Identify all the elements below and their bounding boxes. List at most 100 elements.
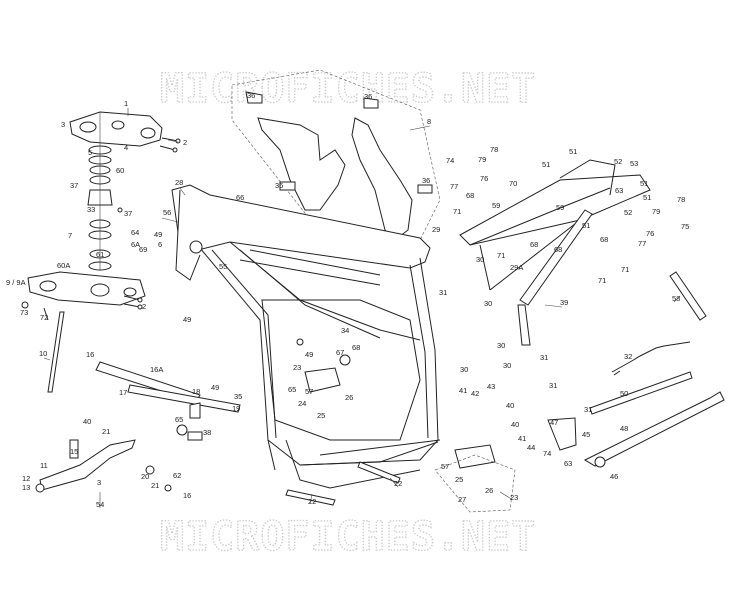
callout: 68 (466, 191, 474, 200)
callout: 41 (518, 434, 526, 443)
callout: 49 (305, 350, 313, 359)
callout: 59 (492, 201, 500, 210)
callout: 21 (102, 427, 110, 436)
callout: 32 (624, 352, 632, 361)
callout: 47 (550, 418, 558, 427)
callout: 67 (336, 348, 344, 357)
callout: 51 (569, 147, 577, 156)
callout: 71 (621, 265, 629, 274)
callout: 16 (183, 491, 191, 500)
callout: 2 (142, 302, 146, 311)
callout: 68 (600, 235, 608, 244)
callout: 63 (615, 186, 623, 195)
callout: 71 (453, 207, 461, 216)
callout: 34 (341, 326, 349, 335)
callout: 3 (61, 120, 65, 129)
callout: 40 (83, 417, 91, 426)
callout: 36 (422, 176, 430, 185)
callout: 44 (527, 443, 535, 452)
subframe (459, 159, 707, 346)
callout: 31 (439, 288, 447, 297)
callout: 25 (455, 475, 463, 484)
callout: 36 (247, 91, 255, 100)
callout: 15 (70, 447, 78, 456)
callout: 79 (652, 207, 660, 216)
callout: 68 (530, 240, 538, 249)
callout: 41 (459, 386, 467, 395)
callout: 64 (131, 228, 139, 237)
callout: 43 (487, 382, 495, 391)
callout: 5 (88, 148, 92, 157)
callout: 2 (183, 138, 187, 147)
callout: 45 (582, 430, 590, 439)
callout: 23 (510, 493, 518, 502)
callout: 36 (364, 92, 372, 101)
side-panels (231, 69, 441, 251)
callout: 55 (219, 262, 227, 271)
callout: 77 (638, 239, 646, 248)
callout: 27 (458, 495, 466, 504)
callout: 13 (22, 483, 30, 492)
leader-lines (43, 108, 681, 508)
callout: 73 (20, 308, 28, 317)
callout: 65 (175, 415, 183, 424)
callout: 74 (543, 449, 551, 458)
callout: 26 (345, 393, 353, 402)
callout: 51 (640, 179, 648, 188)
callout: 52 (624, 208, 632, 217)
callout: 36 (275, 181, 283, 190)
callout: 12 (22, 474, 30, 483)
callout: 40 (506, 401, 514, 410)
callout: 8 (427, 117, 431, 126)
callout: 35 (234, 392, 242, 401)
callout: 7 (68, 231, 72, 240)
watermark-bottom: MICROFICHES.NET (160, 514, 536, 560)
callout: 51 (582, 221, 590, 230)
callout: 37 (70, 181, 78, 190)
callout: 49 (154, 230, 162, 239)
callout: 22 (394, 479, 402, 488)
callout: 31 (549, 381, 557, 390)
callout: 66 (236, 193, 244, 202)
callout: 18 (192, 387, 200, 396)
callout: 79 (478, 155, 486, 164)
callout: 78 (677, 195, 685, 204)
callout: 72 (40, 313, 48, 322)
callout: 30 (497, 341, 505, 350)
callout: 52 (614, 157, 622, 166)
callout: 23 (293, 363, 301, 372)
callout: 30 (460, 365, 468, 374)
callout: 16A (150, 365, 163, 374)
callout: 30 (476, 255, 484, 264)
callout: 16 (86, 350, 94, 359)
callout: 17 (119, 388, 127, 397)
callout: 3 (97, 478, 101, 487)
callout: 20 (141, 472, 149, 481)
callout: 31 (540, 353, 548, 362)
callout: 30 (503, 361, 511, 370)
callout: 40 (511, 420, 519, 429)
callout: 57 (441, 462, 449, 471)
callout: 11 (40, 461, 48, 470)
callout: 9 / 9A (6, 278, 26, 287)
callout: 65 (288, 385, 296, 394)
callout: 57 (305, 387, 313, 396)
callout: 19 (232, 404, 240, 413)
lower-parts (35, 341, 725, 513)
callout: 46 (610, 472, 618, 481)
callout: 74 (446, 156, 454, 165)
callout: 78 (490, 145, 498, 154)
callout: 60A (57, 261, 70, 270)
watermark-top: MICROFICHES.NET (160, 66, 536, 112)
callout: 53 (630, 159, 638, 168)
callout: 76 (646, 229, 654, 238)
callout: 4 (124, 143, 128, 152)
callout: 49 (211, 383, 219, 392)
callout: 1 (124, 99, 128, 108)
callout: 42 (471, 389, 479, 398)
callout: 31 (584, 405, 592, 414)
callout: 68 (352, 343, 360, 352)
callout: 30 (484, 299, 492, 308)
steering-assembly (21, 111, 181, 393)
